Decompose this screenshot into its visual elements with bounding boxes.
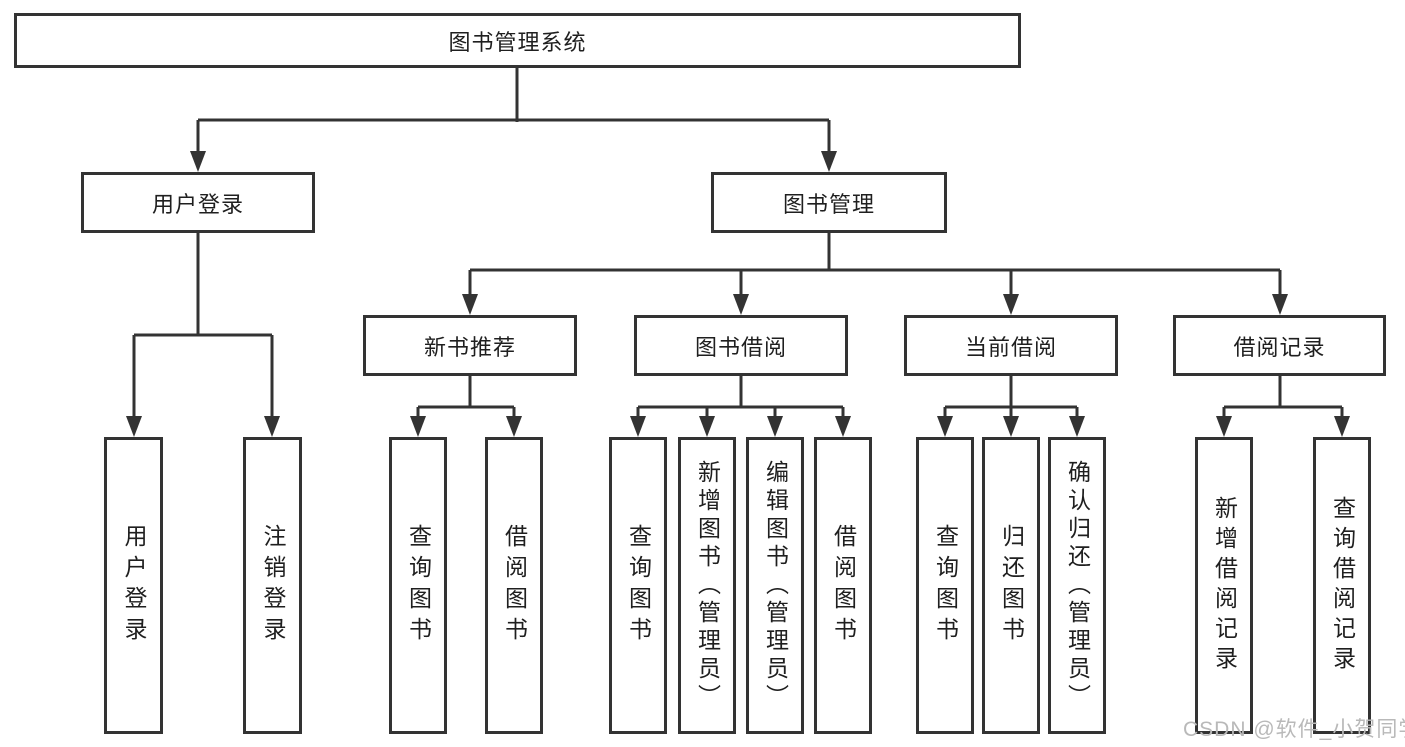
- leaf-borrowing-borrow-label: 借阅图书: [830, 523, 857, 648]
- node-user-login: 用户登录: [81, 172, 315, 233]
- leaf-current-query-label: 查询图书: [932, 523, 959, 648]
- arrowhead: [1216, 416, 1232, 437]
- node-book-borrowing-label: 图书借阅: [694, 334, 787, 360]
- csdn-watermark: CSDN @软件_小贺同学: [1183, 718, 1405, 741]
- leaf-current-query: 查询图书: [916, 437, 974, 734]
- leaf-borrowing-edit-label: 编辑图书（管理员）: [762, 459, 789, 712]
- leaf-records-add-label: 新增借阅记录: [1211, 495, 1238, 676]
- node-current-borrowing: 当前借阅: [904, 315, 1118, 376]
- leaf-current-return: 归还图书: [982, 437, 1040, 734]
- node-new-book-recommend-label: 新书推荐: [423, 334, 516, 360]
- node-book-borrowing: 图书借阅: [634, 315, 848, 376]
- leaf-logout-label: 注销登录: [260, 523, 286, 648]
- arrowhead: [1003, 416, 1019, 437]
- node-user-login-label: 用户登录: [151, 191, 244, 217]
- arrowhead: [937, 416, 953, 437]
- leaf-borrowing-query-label: 查询图书: [625, 523, 652, 648]
- leaf-newbook-borrow-label: 借阅图书: [501, 523, 528, 648]
- arrowhead: [1334, 416, 1350, 437]
- leaf-records-query: 查询借阅记录: [1313, 437, 1371, 734]
- arrowhead: [630, 416, 646, 437]
- leaf-newbook-query: 查询图书: [389, 437, 447, 734]
- arrowhead: [462, 294, 478, 315]
- node-new-book-recommend: 新书推荐: [363, 315, 577, 376]
- arrowhead: [699, 416, 715, 437]
- leaf-current-return-label: 归还图书: [998, 523, 1025, 648]
- node-root: 图书管理系统: [14, 13, 1021, 68]
- node-book-management: 图书管理: [711, 172, 947, 233]
- leaf-newbook-borrow: 借阅图书: [485, 437, 543, 734]
- leaf-borrowing-query: 查询图书: [609, 437, 667, 734]
- leaf-logout: 注销登录: [243, 437, 302, 734]
- arrowhead: [264, 416, 280, 437]
- node-borrowing-records: 借阅记录: [1173, 315, 1386, 376]
- leaf-current-confirm: 确认归还（管理员）: [1048, 437, 1106, 734]
- arrowhead: [767, 416, 783, 437]
- leaf-records-add: 新增借阅记录: [1195, 437, 1253, 734]
- connector-path: [132, 68, 1344, 420]
- arrowhead: [506, 416, 522, 437]
- arrowhead: [1003, 294, 1019, 315]
- arrowhead: [1069, 416, 1085, 437]
- arrowhead: [190, 151, 206, 172]
- node-borrowing-records-label: 借阅记录: [1233, 334, 1326, 360]
- arrowhead: [733, 294, 749, 315]
- arrowhead: [1272, 294, 1288, 315]
- arrowhead: [126, 416, 142, 437]
- leaf-borrowing-add: 新增图书（管理员）: [678, 437, 736, 734]
- leaf-borrowing-edit: 编辑图书（管理员）: [746, 437, 804, 734]
- leaf-user-login: 用户登录: [104, 437, 163, 734]
- arrowhead: [821, 151, 837, 172]
- arrowhead: [835, 416, 851, 437]
- node-book-management-label: 图书管理: [782, 191, 875, 217]
- leaf-borrowing-add-label: 新增图书（管理员）: [694, 459, 721, 712]
- leaf-borrowing-borrow: 借阅图书: [814, 437, 872, 734]
- node-root-label: 图书管理系统: [448, 29, 587, 55]
- leaf-records-query-label: 查询借阅记录: [1329, 495, 1356, 676]
- leaf-user-login-label: 用户登录: [121, 523, 147, 648]
- leaf-current-confirm-label: 确认归还（管理员）: [1064, 459, 1091, 712]
- node-current-borrowing-label: 当前借阅: [964, 334, 1057, 360]
- arrowhead: [410, 416, 426, 437]
- leaf-newbook-query-label: 查询图书: [405, 523, 432, 648]
